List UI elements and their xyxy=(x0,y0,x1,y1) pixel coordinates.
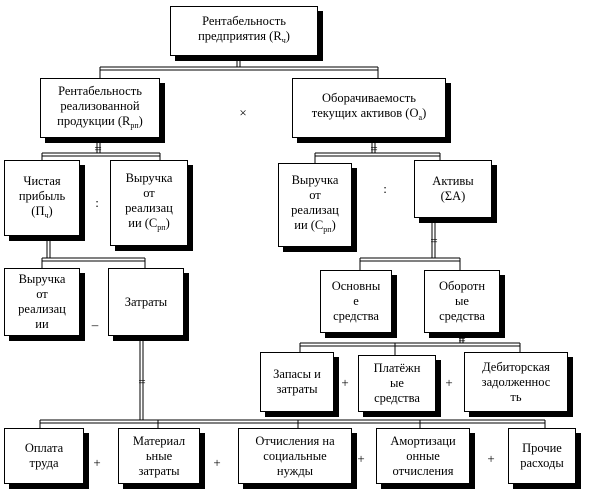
box-social-contributions: Отчисления на социальные нужды xyxy=(238,428,352,484)
plus-operator-inventory-payment: + xyxy=(341,375,349,390)
box-enterprise-profitability: Рентабельность предприятия (Rч) xyxy=(170,6,318,56)
divide-operator-right: : xyxy=(383,181,387,196)
box-assets: Активы (ΣA) xyxy=(414,160,492,218)
minus-operator: – xyxy=(91,317,99,332)
box-sales-revenue-right: Выручка от реализац ии (Срп) xyxy=(278,163,352,247)
box-payment-means: Платёжн ые средства xyxy=(358,355,436,412)
plus-operator-payment-receivables: + xyxy=(445,375,453,390)
equals-operator-costs: = xyxy=(138,374,146,389)
multiply-operator: × xyxy=(239,105,247,120)
box-sales-profitability: Рентабельность реализованной продукции (… xyxy=(40,78,160,138)
plus-operator-bottom-3: + xyxy=(357,451,365,466)
box-labor-payment: Оплата труда xyxy=(4,428,84,484)
box-current-assets-turnover: Оборачиваемость текущих активов (Oа) xyxy=(292,78,446,138)
box-inventory-costs: Запасы и затраты xyxy=(260,352,334,412)
plus-operator-bottom-1: + xyxy=(93,455,101,470)
divide-operator-left: : xyxy=(95,195,99,210)
box-other-expenses: Прочие расходы xyxy=(508,428,576,484)
equals-operator-assets: = xyxy=(430,233,438,248)
box-costs: Затраты xyxy=(108,268,184,336)
box-depreciation: Амортизаци онные отчисления xyxy=(376,428,470,484)
plus-operator-bottom-2: + xyxy=(213,455,221,470)
equals-operator-turnover: = xyxy=(370,141,378,156)
box-sales-revenue-low: Выручка от реализац ии xyxy=(4,268,80,336)
box-sales-revenue-left: Выручка от реализац ии (Срп) xyxy=(110,160,188,246)
plus-operator-bottom-4: + xyxy=(487,451,495,466)
equals-operator-current-assets: = xyxy=(458,332,466,347)
box-fixed-assets: Основны е средства xyxy=(320,270,392,333)
equals-operator-ros: = xyxy=(94,141,102,156)
box-working-capital: Оборотн ые средства xyxy=(424,270,500,333)
box-net-profit: Чистая прибыль (Пч) xyxy=(4,160,80,236)
box-receivables: Дебиторская задолженнос ть xyxy=(464,352,568,412)
box-material-costs: Материал ьные затраты xyxy=(118,428,200,484)
